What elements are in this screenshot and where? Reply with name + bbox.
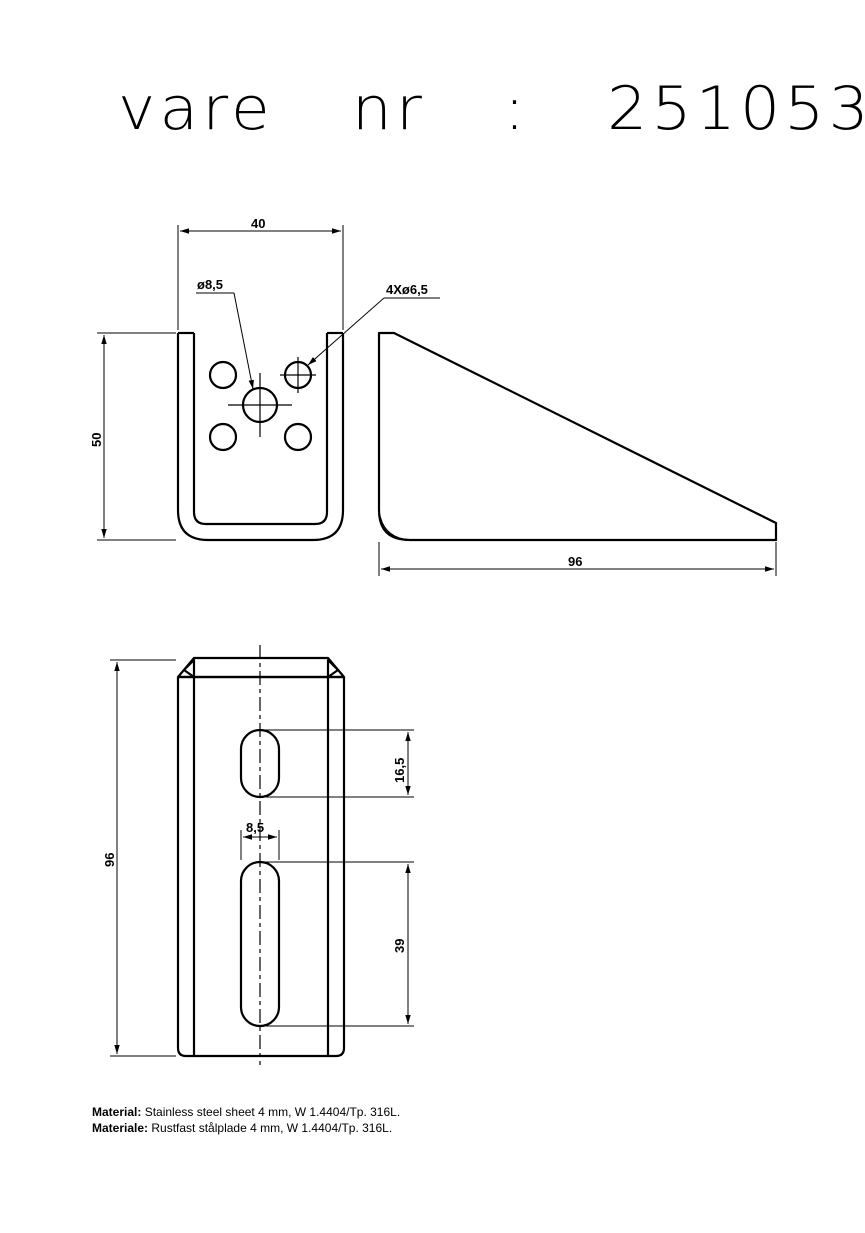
dim-slot-lower: 39 [392,939,407,953]
plan-view: 16,5 39 8,5 96 [102,645,414,1065]
side-outline [377,331,778,542]
dim-slot-upper: 16,5 [392,758,407,783]
hole-small-br [283,422,313,452]
dim-width-top: 40 [251,216,265,231]
material-danish: Materiale: Rustfast stålplade 4 mm, W 1.… [92,1121,393,1135]
side-view: 96 [377,331,778,576]
material-english: Material: Stainless steel sheet 4 mm, W … [92,1105,401,1119]
dim-holes-small: 4Xø6,5 [386,282,428,297]
plan-outline [176,677,346,1058]
front-view: 40 ø8,5 4Xø6,5 50 [89,216,440,542]
hole-small-bl [208,422,238,452]
hole-small-tl [208,360,238,390]
drawing-title: vare nr : 251053 [118,74,865,144]
front-inner [192,333,329,526]
dim-hole-center: ø8,5 [197,277,223,292]
dim-length-side: 96 [568,554,582,569]
dim-height-front: 50 [89,433,104,447]
dim-slot-width: 8,5 [246,820,264,835]
front-outline [176,333,345,542]
dim-length-plan: 96 [102,853,117,867]
